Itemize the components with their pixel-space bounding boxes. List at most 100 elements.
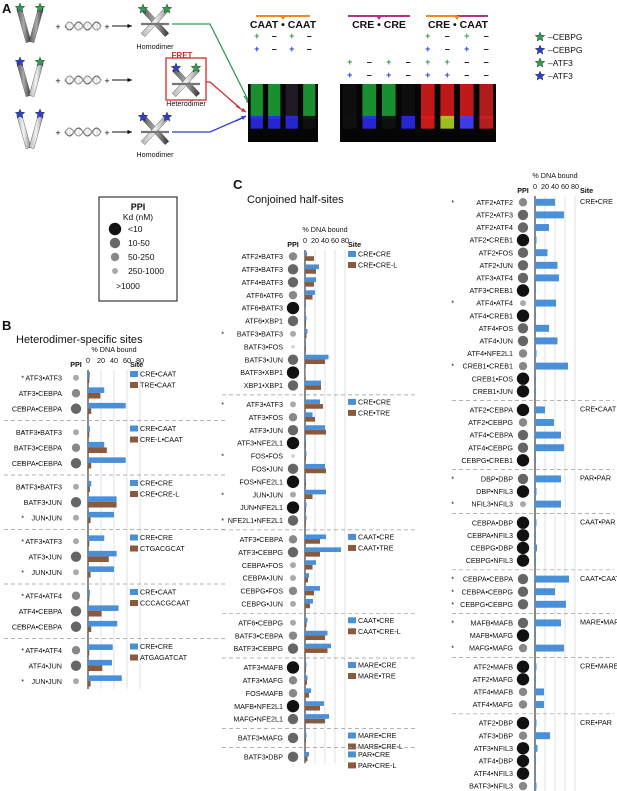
- cebpg-monomer-top-left: [16, 7, 32, 43]
- ppi-header: PPI: [287, 240, 299, 249]
- ppi-dot: [517, 429, 529, 441]
- dimer-label: ATF2•MAFB: [473, 662, 513, 671]
- dna-helix-top: [64, 21, 102, 31]
- homodimer-asterisk: *: [451, 587, 454, 596]
- homodimer-asterisk: *: [221, 516, 224, 525]
- bar-brown: [88, 665, 103, 672]
- site-label: MARE•TRE: [358, 672, 396, 681]
- bar-brown: [88, 540, 90, 547]
- bar-blue: [535, 531, 536, 539]
- bar-blue: [535, 701, 544, 708]
- dimer-label: BATF3•MAFG: [238, 734, 284, 743]
- dimer-label: ATF4•NFE2L1: [467, 349, 513, 358]
- ppi-dot: [520, 501, 526, 508]
- ppi-dot: [517, 272, 529, 284]
- site-label: CRE•CAAT: [140, 370, 177, 379]
- homodimer-top-label: Homodimer: [136, 42, 174, 51]
- bar-blue: [535, 444, 564, 452]
- cebpg-monomer-top-right: [28, 7, 44, 43]
- dimer-label: ATF3•BATF3: [242, 265, 283, 274]
- dimer-label: MAFB•MAFB: [471, 619, 514, 628]
- homodimer-asterisk: *: [21, 373, 24, 382]
- bar-brown: [88, 431, 90, 438]
- ppi-dot: [517, 260, 529, 271]
- gel-sign: +: [425, 57, 430, 67]
- bar-brown: [305, 404, 323, 409]
- dna-helix-bottom: [64, 127, 102, 137]
- bar-blue: [88, 644, 113, 650]
- site-label: CCCACGCAAT: [140, 599, 190, 608]
- bar-blue: [88, 659, 113, 666]
- ppi-dot: [517, 247, 529, 258]
- site-label: CRE•CRE: [358, 397, 391, 406]
- bar-brown: [305, 320, 306, 326]
- bar-blue: [535, 644, 564, 652]
- ppi-dot: [70, 497, 82, 508]
- bar-blue: [305, 751, 309, 757]
- bar-blue: [305, 354, 329, 360]
- dimer-label: BATF3•BATF3: [16, 482, 62, 491]
- site-label: CRE•CAAT: [140, 424, 177, 433]
- ppi-dot: [288, 413, 298, 422]
- dimer-label: JUN•NFE2L1: [240, 503, 283, 512]
- dimer-label: BATF3•NFIL3: [469, 782, 513, 791]
- site-swatch: [130, 425, 138, 432]
- gel-lane: [420, 84, 435, 119]
- dimer-label: ATF3•ATF3: [25, 373, 62, 382]
- axis-title: % DNA bound: [532, 171, 577, 180]
- bar-blue: [305, 264, 319, 270]
- probe-legend: –CEBPG –CEBPG –ATF3 –ATF3: [548, 32, 583, 81]
- dimer-label: ATF4•MAFG: [473, 700, 514, 709]
- homodimer-asterisk: *: [451, 619, 454, 628]
- bar-brown: [305, 372, 306, 377]
- bar-brown: [305, 577, 308, 583]
- tick-label: 60: [561, 182, 569, 191]
- ppi-dot: [288, 586, 298, 596]
- dimer-label: ATF2•CEBPA: [470, 406, 514, 415]
- gel-header-cre-caat: CRE • CAAT: [428, 19, 489, 31]
- site-swatch: [130, 600, 138, 606]
- dimer-label: BATF3•DBP: [244, 752, 283, 761]
- site-swatch: [348, 617, 356, 624]
- dimer-label: BATF3•CEBPA: [14, 443, 62, 452]
- green-star-icon: [14, 2, 26, 13]
- dimer-label: CEBPG•NFIL3: [466, 556, 513, 565]
- homodimer-bottom-label: Homodimer: [136, 150, 174, 159]
- site-label: MARE•CRE: [358, 731, 397, 740]
- gel-band: [268, 115, 281, 129]
- site-swatch: [348, 262, 356, 268]
- ppi-dot: [516, 233, 530, 247]
- ppi-dot: [518, 349, 528, 358]
- site-swatch: [348, 533, 356, 540]
- dimer-schematic: ++++++: [14, 2, 251, 149]
- legend-atf3-green: –ATF3: [548, 58, 573, 68]
- bar-brown: [88, 408, 92, 415]
- site-swatch: [348, 398, 356, 405]
- bar-blue: [535, 198, 555, 206]
- plus-sign: +: [55, 22, 60, 32]
- bar-blue: [88, 620, 118, 627]
- gel-lane: [285, 84, 298, 119]
- bar-blue: [88, 550, 117, 557]
- bar-blue: [88, 457, 126, 463]
- site-label: MARE•MARE: [580, 618, 617, 627]
- gel-header-cre-cre: CRE • CRE: [352, 19, 406, 31]
- ppi-legend-dot-0: [108, 222, 122, 236]
- dimer-label: ATF4•CEBPG: [468, 443, 513, 452]
- gel-lane: [459, 84, 474, 119]
- bar-blue: [535, 744, 538, 752]
- bar-blue: [305, 438, 306, 443]
- bar-blue: [305, 303, 306, 308]
- bar-brown: [305, 622, 307, 628]
- bar-blue: [535, 211, 564, 219]
- site-swatch: [348, 662, 356, 668]
- bar-brown: [88, 486, 90, 493]
- plus-sign: +: [104, 76, 109, 86]
- site-label: CRE•MARE: [580, 661, 617, 670]
- dimer-label: ATF2•MAFG: [473, 675, 514, 684]
- dimer-label: ATF4•JUN: [479, 337, 513, 346]
- ppi-dot: [516, 629, 530, 642]
- dimer-label: ATF4•FOS: [479, 324, 514, 333]
- bar-blue: [535, 419, 554, 426]
- bar-blue: [305, 290, 315, 295]
